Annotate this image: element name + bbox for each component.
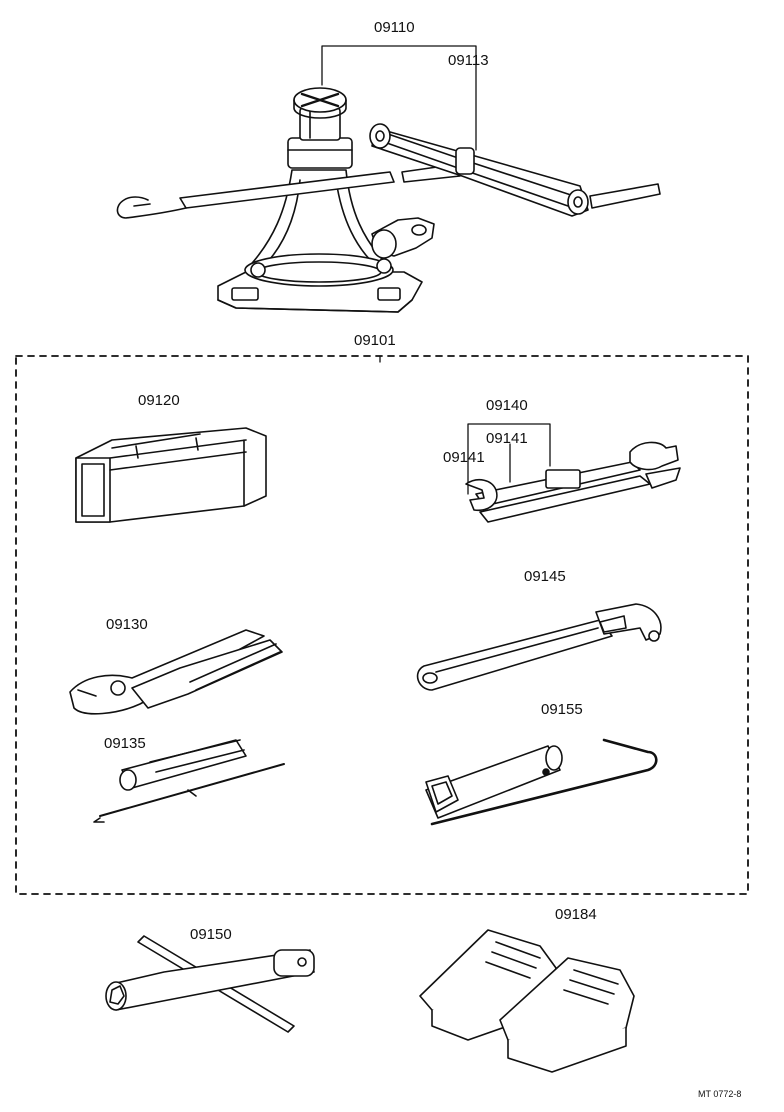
spark-plug-wrench-drawing (425, 738, 658, 826)
figure-id: MT 0772-8 (698, 1089, 742, 1099)
screwdriver-drawing (93, 739, 285, 823)
spanner-set-drawing (465, 423, 681, 523)
label-spanner-set: 09140 (486, 397, 528, 414)
label-spanner-b: 09141 (443, 449, 485, 466)
label-tool-set: 09101 (354, 332, 396, 349)
adjustable-wrench-drawing (416, 603, 662, 691)
label-spark-plug-wrench: 09155 (541, 701, 583, 718)
jack-handle-drawing (369, 123, 661, 217)
pliers-drawing (69, 629, 283, 715)
wheel-nut-wrench-drawing (105, 935, 315, 1033)
label-wheel-chocks: 09184 (555, 906, 597, 923)
label-jack-handle: 09113 (448, 52, 489, 69)
tool-set-outline (15, 355, 749, 895)
label-screwdriver: 09135 (104, 735, 146, 752)
label-wheel-nut-wrench: 09150 (190, 926, 232, 943)
label-pliers: 09130 (106, 616, 148, 633)
wheel-chocks-drawing (419, 929, 635, 1073)
label-spanner-a: 09141 (486, 430, 528, 447)
jack-drawing (116, 45, 661, 313)
tool-bag-drawing (75, 427, 267, 523)
label-jack: 09110 (374, 19, 415, 36)
label-adjustable-wrench: 09145 (524, 568, 566, 585)
label-tool-bag: 09120 (138, 392, 180, 409)
